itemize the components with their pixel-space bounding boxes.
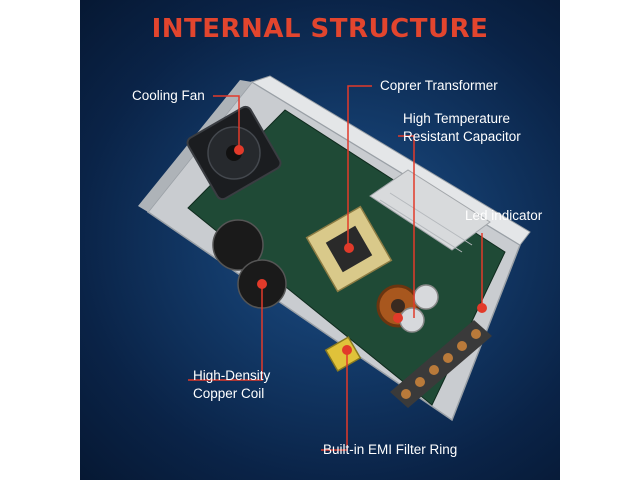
label-capacitor-line1: High Temperature <box>403 111 511 126</box>
label-copper-coil-line2: Copper Coil <box>193 386 265 401</box>
diagram-title: INTERNAL STRUCTURE <box>151 14 489 44</box>
copper-transformer <box>305 205 393 293</box>
emi-filter-ring <box>324 336 362 372</box>
cooling-fan-callout <box>213 95 240 150</box>
label-copper-transformer: Coprer Transformer <box>380 78 498 93</box>
label-copper-coil: High-Density Copper Coil <box>193 367 270 403</box>
callout-lines <box>188 85 483 451</box>
power-supply-illustration <box>138 75 531 451</box>
cooling-fan <box>186 105 282 201</box>
label-cooling-fan: Cooling Fan <box>132 88 205 103</box>
copper-coil-callout <box>188 284 263 381</box>
transformer-callout <box>347 85 372 248</box>
heat-sink <box>369 169 491 253</box>
emi-filter-callout <box>321 350 348 451</box>
terminal-block <box>390 320 492 408</box>
label-emi-filter: Built-in EMI Filter Ring <box>323 442 458 457</box>
copper-coil-capacitors <box>212 219 287 309</box>
label-capacitor: High Temperature Resistant Capacitor <box>403 110 521 146</box>
label-led-indicator: Led indicator <box>465 208 543 223</box>
diagram-panel: INTERNAL STRUCTURE Cooling Fan Coprer Tr… <box>80 0 560 480</box>
label-copper-coil-line1: High-Density <box>193 368 271 383</box>
label-capacitor-line2: Resistant Capacitor <box>403 129 521 144</box>
capacitor-callout <box>398 135 415 318</box>
